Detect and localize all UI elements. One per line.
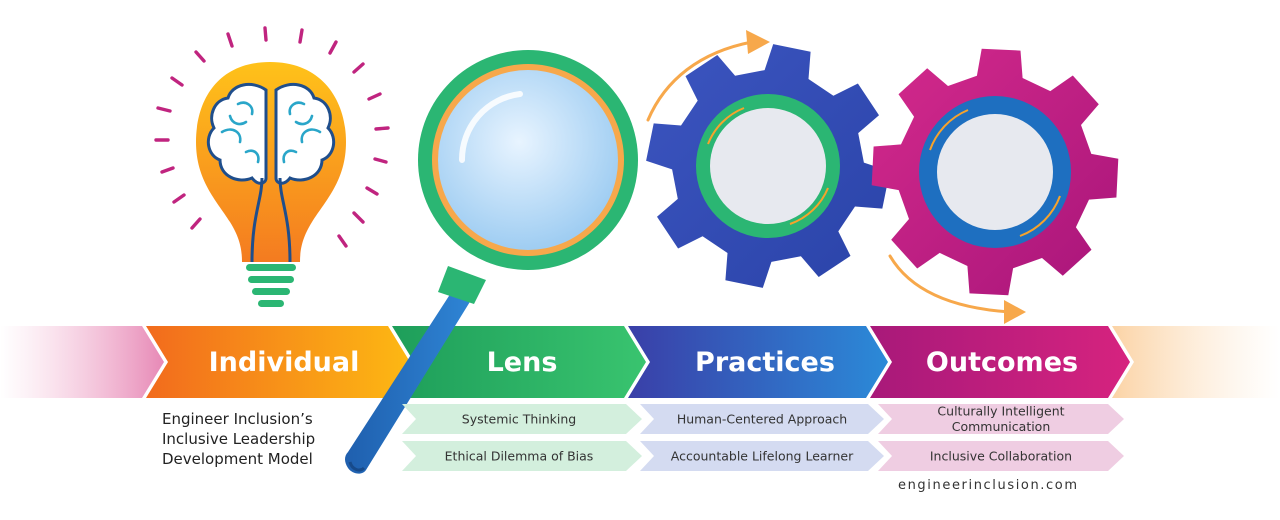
chip-label-inclusive-collaboration: Inclusive Collaboration bbox=[930, 449, 1072, 464]
chip-inclusive-collaboration bbox=[878, 441, 1124, 471]
outcomes-chips: Culturally Intelligent Communication Inc… bbox=[878, 404, 1124, 471]
brain-folds bbox=[220, 101, 322, 164]
site-url: engineerinclusion.com bbox=[898, 478, 1079, 493]
light-rays bbox=[154, 26, 390, 248]
magnifier-handle bbox=[345, 282, 476, 474]
caption-line-1: Engineer Inclusion’s bbox=[162, 410, 313, 428]
chip-culturally-intelligent bbox=[878, 404, 1124, 434]
caption-line-3: Development Model bbox=[162, 450, 313, 468]
stage-practices bbox=[628, 326, 888, 398]
stage-label-lens: Lens bbox=[487, 347, 558, 378]
chip-systemic-thinking bbox=[402, 404, 642, 434]
lightbulb-brain-icon bbox=[154, 26, 390, 307]
bulb-base bbox=[246, 264, 296, 307]
chip-label-ethical-dilemma: Ethical Dilemma of Bias bbox=[445, 449, 594, 464]
arrow-heads bbox=[746, 30, 1026, 324]
stage-label-practices: Practices bbox=[695, 347, 835, 378]
bulb-glass bbox=[196, 62, 346, 262]
chip-label-systemic-thinking: Systemic Thinking bbox=[462, 412, 576, 427]
magnifying-glass-icon bbox=[345, 50, 638, 474]
practices-chips: Human-Centered Approach Accountable Life… bbox=[640, 404, 884, 471]
stage-outcomes bbox=[870, 326, 1130, 398]
model-caption: Engineer Inclusion’s Inclusive Leadershi… bbox=[162, 409, 352, 469]
rotation-arrow-icon bbox=[646, 40, 1012, 314]
band-fade-right bbox=[1112, 326, 1280, 398]
blue-gear-icon bbox=[646, 44, 890, 288]
stage-label-individual: Individual bbox=[209, 347, 360, 378]
chip-human-centered bbox=[640, 404, 884, 434]
chip-label-culturally-intelligent-1: Culturally Intelligent bbox=[937, 404, 1064, 419]
filament bbox=[250, 177, 292, 263]
caption-line-2: Inclusive Leadership bbox=[162, 430, 316, 448]
stage-band bbox=[146, 326, 1130, 398]
chip-label-lifelong-learner: Accountable Lifelong Learner bbox=[671, 449, 854, 464]
stage-individual bbox=[146, 326, 410, 398]
magnifier-collar bbox=[438, 266, 486, 304]
chip-label-culturally-intelligent-2: Communication bbox=[952, 419, 1051, 434]
magenta-gear-icon bbox=[871, 48, 1119, 296]
chip-ethical-dilemma bbox=[402, 441, 642, 471]
band-fade-left bbox=[0, 326, 164, 398]
stage-label-outcomes: Outcomes bbox=[926, 347, 1078, 378]
lens-chips: Systemic Thinking Ethical Dilemma of Bia… bbox=[402, 404, 642, 471]
stage-lens bbox=[392, 326, 646, 398]
chip-lifelong-learner bbox=[640, 441, 884, 471]
chip-label-human-centered: Human-Centered Approach bbox=[677, 412, 847, 427]
